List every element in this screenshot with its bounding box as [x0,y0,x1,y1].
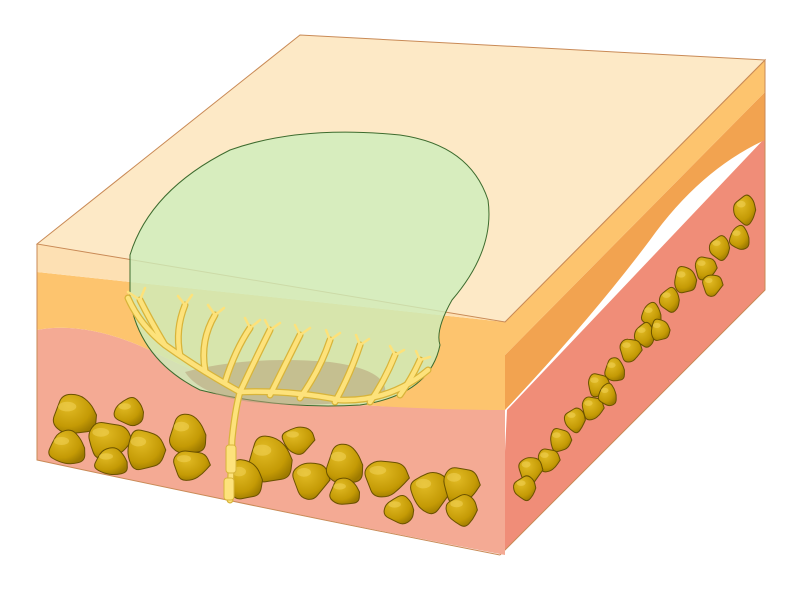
right-face-epidermis [505,60,765,355]
fat-lobule-highlight [333,483,346,490]
fat-lobule-highlight [92,427,110,437]
fat-lobule-highlight [177,455,191,463]
nerve-myelin-segment [225,444,237,474]
fat-lobule-highlight [607,362,616,368]
fat-lobule-highlight [676,271,686,278]
fat-lobules-side [513,194,757,502]
fat-lobule-highlight [286,431,299,438]
fat-lobule-highlight [130,436,147,447]
fat-lobule-highlight [584,400,593,406]
fat-lobule-highlight [447,472,461,482]
fat-lobule-highlight [516,480,526,486]
fat-lobule-highlight [644,307,653,313]
fat-lobule-highlight [99,453,113,460]
fat-lobule-highlight [58,401,77,412]
fat-lobule-highlight [253,444,272,456]
fat-lobule-highlight [552,432,561,438]
fat-lobule-highlight [173,421,190,432]
fat-lobule-highlight [330,451,347,462]
fat-lobule-highlight [567,412,576,418]
fat-lobule-highlight [540,452,549,458]
fat-lobule-highlight [637,327,646,333]
fat-lobule-highlight [388,501,401,508]
nerve-myelin-segment [223,477,235,501]
fat-lobule-highlight [415,478,432,489]
fat-lobule-highlight [652,322,661,328]
fat-lobule-highlight [369,465,387,475]
fat-lobule-highlight [622,342,631,348]
fat-lobule-highlight [590,377,599,383]
nerve-fiber [124,286,432,504]
front-face-outline [36,244,501,556]
fat-lobule-highlight [118,403,131,410]
fat-lobules-front [48,393,481,527]
fat-lobule-highlight [732,230,741,236]
fat-lobule-highlight [704,277,713,283]
fat-lobule-highlight [297,467,311,477]
fat-lobule-highlight [450,500,463,508]
fat-lobule-highlight [712,240,721,246]
fat-lobule-highlight [736,200,746,208]
receptive-field-lower-shadow [185,359,386,405]
fat-lobule-highlight [697,260,706,266]
fat-lobule-highlight [600,387,609,393]
fat-lobule-highlight [662,292,671,298]
fat-lobule-highlight [521,461,531,468]
fat-lobule-highlight [53,437,70,445]
right-face-upper-dermis [505,92,765,410]
